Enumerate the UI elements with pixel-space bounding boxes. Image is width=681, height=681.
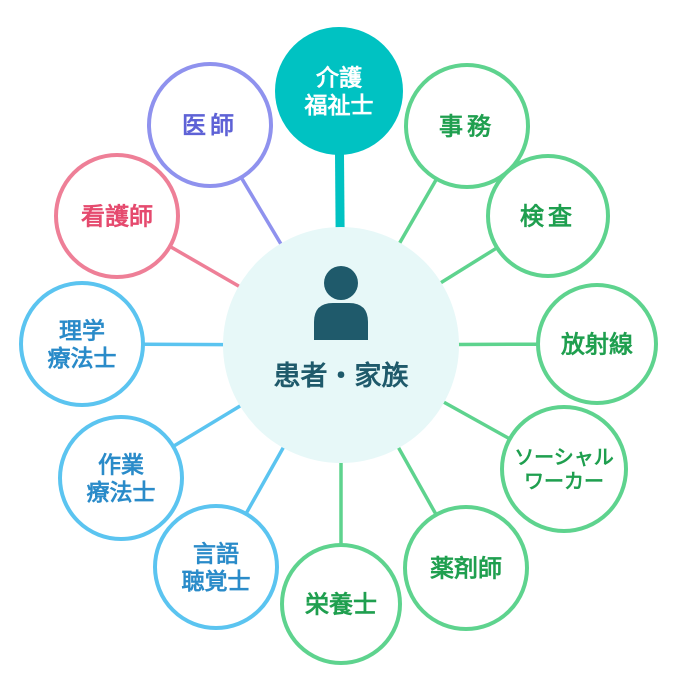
node-nurse: 看護師 xyxy=(54,153,180,279)
connector-pharmacist xyxy=(396,445,438,515)
node-label-speech-therapist-0: 言語 xyxy=(193,541,239,568)
node-circle-nurse xyxy=(54,153,180,279)
node-circle-speech-therapist xyxy=(153,504,279,630)
node-label-occupational-therapist-0: 作業 xyxy=(98,452,145,479)
connector-speech-therapist xyxy=(244,445,286,514)
role-nodes: 介護福祉士事務検査放射線ソーシャルワーカー薬剤師栄養士言語聴覚士作業療法士理学療… xyxy=(19,27,658,665)
node-circle-radiology xyxy=(536,283,658,405)
center-node: 患者・家族 xyxy=(223,227,459,463)
connector-care-worker xyxy=(335,153,345,230)
node-circle-doctor xyxy=(147,62,273,188)
node-label-nurse-0: 看護師 xyxy=(81,203,153,231)
person-head xyxy=(324,266,358,300)
connector-lines xyxy=(143,153,538,544)
connector-nurse xyxy=(169,245,242,289)
connector-social-worker xyxy=(441,399,510,440)
node-dietitian: 栄養士 xyxy=(280,543,402,665)
node-circle-laboratory xyxy=(486,154,610,278)
node-label-physical-therapist-1: 療法士 xyxy=(48,345,117,372)
node-label-laboratory-0: 検査 xyxy=(520,203,576,231)
node-circle-physical-therapist xyxy=(19,281,145,407)
connector-occupational-therapist xyxy=(173,403,243,448)
node-circle-social-worker xyxy=(500,405,628,533)
node-laboratory: 検査 xyxy=(486,154,610,278)
node-pharmacist: 薬剤師 xyxy=(403,505,529,631)
node-clerical: 事務 xyxy=(404,63,530,189)
connector-doctor xyxy=(240,177,284,247)
node-label-radiology-0: 放射線 xyxy=(560,331,633,359)
node-label-clerical-0: 事務 xyxy=(439,113,495,141)
node-circle-occupational-therapist xyxy=(58,415,184,541)
node-label-social-worker-0: ソーシャル xyxy=(514,445,614,469)
node-label-care-worker-0: 介護 xyxy=(315,65,363,92)
node-label-care-worker-1: 福祉士 xyxy=(304,93,374,119)
node-circle-clerical xyxy=(404,63,530,189)
node-label-social-worker-1: ワーカー xyxy=(524,469,604,493)
person-icon xyxy=(314,266,368,340)
node-doctor: 医師 xyxy=(147,62,273,188)
node-label-pharmacist-0: 薬剤師 xyxy=(430,555,502,583)
person-body xyxy=(314,303,368,340)
node-label-occupational-therapist-1: 療法士 xyxy=(87,479,156,506)
node-label-doctor-0: 医師 xyxy=(182,112,238,140)
node-circle-care-worker xyxy=(275,27,403,155)
connector-clerical xyxy=(397,178,438,246)
node-label-speech-therapist-1: 聴覚士 xyxy=(182,569,251,595)
node-circle-dietitian xyxy=(280,543,402,665)
node-label-dietitian-0: 栄養士 xyxy=(304,591,377,619)
center-label: 患者・家族 xyxy=(274,360,410,392)
connector-laboratory xyxy=(438,246,498,286)
node-circle-pharmacist xyxy=(403,505,529,631)
node-label-physical-therapist-0: 理学 xyxy=(59,318,105,345)
node-radiology: 放射線 xyxy=(536,283,658,405)
center-circle xyxy=(223,227,459,463)
